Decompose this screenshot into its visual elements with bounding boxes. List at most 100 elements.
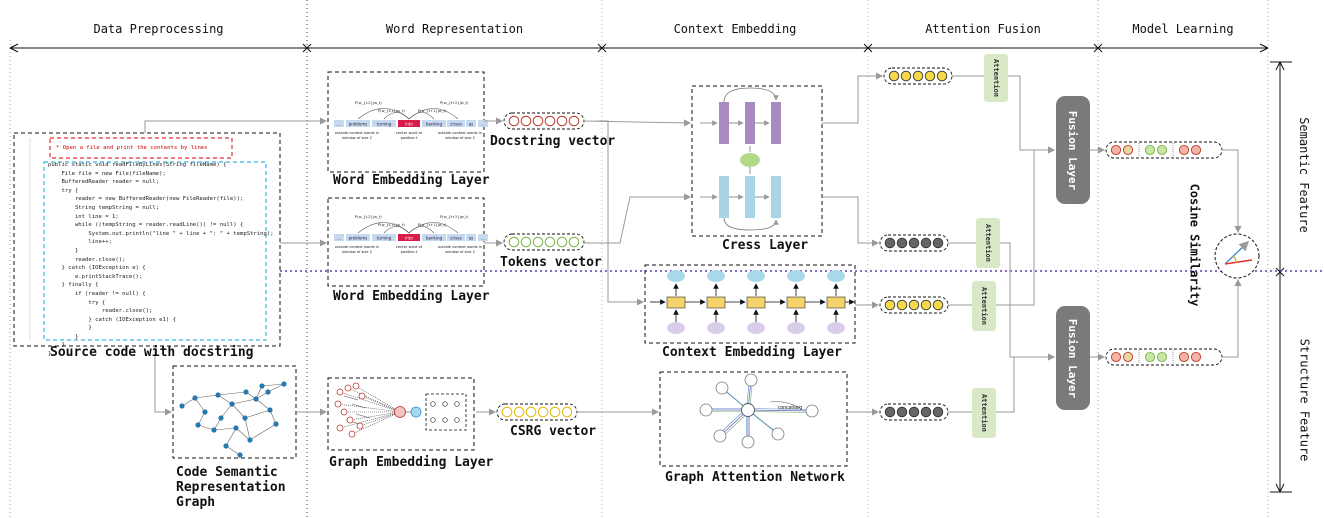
phase-word-representation: Word Representation bbox=[385, 22, 524, 36]
docstring-vector-cell bbox=[508, 115, 520, 127]
cress-to-att1 bbox=[822, 72, 883, 124]
word-token-box bbox=[398, 234, 420, 241]
attention-vector-1-cell bbox=[936, 70, 948, 82]
tokens-vector-cell bbox=[568, 236, 580, 248]
ctx-output-node bbox=[707, 270, 725, 282]
graph-emb-edge bbox=[343, 395, 359, 401]
structure-output-vector-cell bbox=[1122, 351, 1134, 363]
docstring-vector-cell bbox=[556, 115, 568, 127]
gat-node bbox=[741, 435, 755, 449]
attention-vector-4-cell bbox=[908, 406, 920, 418]
graph-emb-node bbox=[358, 392, 366, 400]
gat-edge bbox=[749, 411, 814, 413]
ctx-output-node bbox=[827, 270, 845, 282]
ctx-input-node bbox=[747, 322, 765, 334]
gat-box bbox=[659, 371, 848, 467]
outvec2-to-cos bbox=[1222, 279, 1242, 358]
word-prob-label: P(w_{t-2}|w_t) bbox=[355, 101, 382, 105]
outvec1-to-cos bbox=[1222, 149, 1242, 233]
graph-emb-node bbox=[352, 382, 360, 390]
gat-node bbox=[744, 373, 758, 387]
cress-purple-block bbox=[771, 102, 781, 144]
word-token-box bbox=[478, 234, 488, 241]
ctx-lstm-cell bbox=[826, 296, 846, 309]
csrg-edge bbox=[197, 424, 215, 431]
structure-output-vector-cell bbox=[1178, 351, 1190, 363]
cress-layer-figure bbox=[700, 87, 781, 231]
word-token-box bbox=[466, 234, 476, 241]
attention-block-2: Attention bbox=[976, 218, 1000, 268]
csrg-graph bbox=[179, 381, 287, 458]
csrg-caption: Code Semantic Representation Graph bbox=[176, 465, 286, 510]
graph-embedding-box bbox=[327, 377, 475, 451]
attention-block-1: Attention bbox=[984, 54, 1008, 102]
word-annotation: window of size 2 bbox=[342, 136, 372, 140]
csrg-node bbox=[192, 395, 198, 401]
graph-emb-matrix-cell bbox=[442, 417, 448, 423]
phase-model-learning: Model Learning bbox=[1132, 22, 1234, 36]
gat-node bbox=[713, 429, 727, 443]
csrg-edge bbox=[267, 383, 285, 393]
tokvec-to-cress bbox=[584, 193, 691, 244]
graph-emb-edge bbox=[359, 411, 401, 427]
gat-edge bbox=[746, 408, 811, 410]
ctx-input-node bbox=[707, 322, 725, 334]
code-line: try { bbox=[48, 187, 79, 194]
csrg-node bbox=[243, 389, 249, 395]
gat-figure bbox=[699, 373, 819, 449]
graph-emb-node bbox=[336, 424, 344, 432]
word-annotation: window of size 2 bbox=[342, 250, 372, 254]
word-annotation: position t bbox=[401, 250, 418, 254]
graph-emb-output bbox=[410, 406, 422, 418]
ctx-output-node bbox=[667, 270, 685, 282]
word-prob-arc bbox=[357, 108, 410, 120]
word-token-text: problems bbox=[349, 236, 368, 241]
code-line: File file = new File(fileName); bbox=[48, 170, 166, 177]
ctx-lstm-cell bbox=[666, 296, 686, 309]
graph-emb-matrix-cell bbox=[442, 401, 448, 407]
code-line: BufferedReader reader = null; bbox=[48, 179, 160, 186]
word-token-box bbox=[334, 234, 344, 241]
gat-node bbox=[715, 381, 729, 395]
word-token-box bbox=[466, 120, 476, 127]
attention-vector-1-frame bbox=[883, 67, 953, 85]
tokens-vector-cell bbox=[508, 236, 520, 248]
graph-emb-edge bbox=[347, 387, 401, 413]
word-prob-arc bbox=[383, 112, 410, 120]
word-token-box bbox=[422, 234, 446, 241]
attention-vector-4-frame bbox=[879, 403, 949, 421]
attention-vector-3-cell bbox=[920, 299, 932, 311]
graph-emb-node bbox=[344, 384, 352, 392]
word-embedding-caption-top: Word Embedding Layer bbox=[333, 173, 490, 188]
graph-emb-node bbox=[346, 416, 354, 424]
graph-emb-center bbox=[394, 406, 406, 418]
attention-vector-4-cell bbox=[932, 406, 944, 418]
fusion-layer-bottom: Fusion Layer bbox=[1056, 306, 1090, 410]
csrg-node bbox=[218, 415, 224, 421]
word-prob-arc bbox=[408, 222, 459, 234]
graph-emb-edge bbox=[339, 411, 401, 429]
word-token-text: banking bbox=[426, 122, 442, 127]
docstring-vector bbox=[503, 112, 585, 130]
word-token-text: as bbox=[469, 122, 474, 127]
word-token-box bbox=[422, 120, 446, 127]
word-token-box bbox=[398, 120, 420, 127]
docstring-vector-cell bbox=[532, 115, 544, 127]
connectors bbox=[144, 72, 1242, 416]
csrg-vector-cell bbox=[525, 406, 537, 418]
csrg-node bbox=[265, 389, 271, 395]
csrg-edge bbox=[194, 397, 206, 413]
att1-to-fusion bbox=[1008, 75, 1055, 154]
csrg-node bbox=[267, 407, 273, 413]
word-token-box bbox=[478, 120, 488, 127]
code-line: while ((tempString = reader.readLine()) … bbox=[48, 222, 244, 229]
csrg-node bbox=[233, 425, 239, 431]
gat-caption: Graph Attention Network bbox=[665, 470, 846, 485]
csrg-node bbox=[281, 381, 287, 387]
word-token-text: into bbox=[405, 236, 413, 241]
tokens-vector-cell bbox=[520, 236, 532, 248]
csrg-edge bbox=[231, 403, 246, 419]
code-line: reader.close(); bbox=[48, 256, 126, 263]
